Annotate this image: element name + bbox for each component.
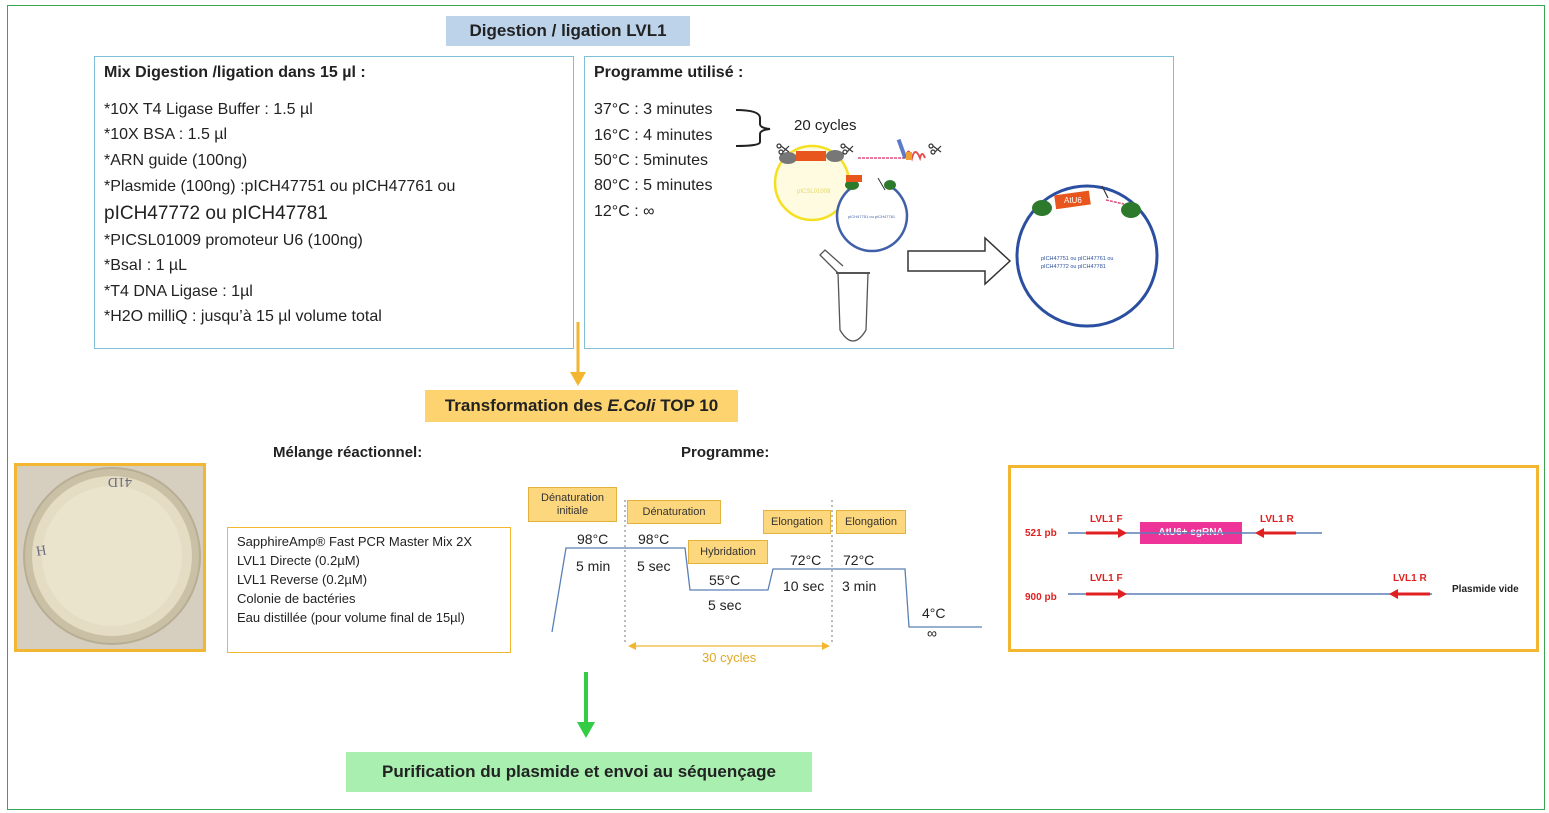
programme-step: 37°C : 3 minutes [594,101,713,118]
plasmid-yellow-icon: pICSL01009 [773,144,851,222]
outer-frame [7,5,1545,810]
primer-diagram [1068,528,1432,599]
step-label: initiale [556,505,589,517]
mix-line: pICH47772 ou pICH47781 [104,203,328,224]
arrow-right-icon [907,236,1012,286]
transformation-title: Transformation des E.Coli TOP 10 [425,390,738,422]
temp-label: 55°C [709,572,741,588]
mix-line: *BsaI : 1 µL [104,257,188,274]
size-label: 521 pb [1025,528,1057,539]
mix-line: *PICSL01009 promoteur U6 (100ng) [104,232,363,249]
duration-label: 5 sec [637,558,671,574]
plasmid-blue-icon: pICH47751 ou pICH47761 [835,175,909,253]
petri-dish-photo: H 41D [14,463,206,652]
svg-text:pICSL01009: pICSL01009 [797,189,831,195]
primer-label: LVL1 F [1090,514,1123,525]
petri-mark-h: H [35,543,48,560]
transformation-suffix: TOP 10 [655,396,719,415]
duration-label: ∞ [927,625,937,641]
plasmid-result-icon: AtU6 pICH47751 ou pICH47761 ou pICH47772… [1015,184,1159,328]
programme-step: 12°C : ∞ [594,203,655,220]
primer-label: LVL1 R [1260,514,1294,525]
mix-line: *H2O milliQ : jusqu’à 15 µl volume total [104,308,382,325]
petri-dish-icon: H 41D [17,466,203,649]
page-title: Digestion / ligation LVL1 [446,16,690,46]
step-label: Dénaturation [541,492,604,504]
temp-label: 72°C [790,552,822,568]
tube-icon [819,249,870,342]
pcr-programme-title: Programme: [681,444,770,461]
pcr-cycles-label: 30 cycles [702,650,757,665]
reagent-box [227,527,511,653]
duration-label: 10 sec [783,578,825,594]
arrow-down-icon [577,672,595,738]
reagent-line: LVL1 Reverse (0.2µM) [237,572,368,587]
melange-title: Mélange réactionnel: [273,444,423,461]
mix-line: *10X T4 Ligase Buffer : 1.5 µl [104,101,313,118]
programme-box [584,56,1174,349]
programme-step: 50°C : 5minutes [594,152,709,169]
primer-map-frame [1008,465,1539,652]
step-elongation: Elongation [763,510,831,534]
sgrna-construct-icon [858,138,926,162]
purification-title: Purification du plasmide et envoi au séq… [346,752,812,792]
cycles-arrow-icon [628,642,830,650]
mix-line: *ARN guide (100ng) [104,152,248,169]
reagent-line: LVL1 Directe (0.2µM) [237,553,360,568]
temp-label: 72°C [843,552,875,568]
reagent-line: SapphireAmp® Fast PCR Master Mix 2X [237,534,472,549]
programme-step: 80°C : 5 minutes [594,177,713,194]
mix-line: *Plasmide (100ng) :pICH47751 ou pICH4776… [104,178,456,195]
temp-label: 98°C [638,531,670,547]
svg-text:pICH47751 ou pICH47761: pICH47751 ou pICH47761 [848,214,896,219]
svg-text:pICH47772 ou pICH47781: pICH47772 ou pICH47781 [1041,264,1106,270]
brace-icon [735,109,771,147]
empty-plasmid-label: Plasmide vide [1452,584,1519,595]
mix-box [94,56,574,349]
atu6-label: AtU6 [1064,196,1082,205]
petri-mark-label: 41D [108,474,132,489]
forward-primer-icon [1086,528,1127,599]
size-label: 900 pb [1025,592,1057,603]
pcr-cycle-dividers [624,500,833,645]
transformation-prefix: Transformation des [444,396,608,415]
svg-text:pICH47751 ou pICH47761 ou: pICH47751 ou pICH47761 ou [1041,256,1113,262]
step-elongation-final: Elongation [836,510,906,534]
programme-step: 16°C : 4 minutes [594,127,713,144]
step-hybridation: Hybridation [688,540,768,564]
duration-label: 5 sec [708,597,742,613]
transformation-species: E.Coli [607,396,656,415]
step-denaturation: Dénaturation [627,500,721,524]
cycles-label: 20 cycles [794,117,857,134]
mix-title: Mix Digestion /ligation dans 15 µl : [104,64,366,81]
reverse-primer-icon [1255,528,1430,599]
temp-label: 98°C [577,531,609,547]
pcr-profile [551,547,982,633]
arrow-down-icon [570,322,586,386]
duration-label: 3 min [842,578,877,594]
reagent-line: Colonie de bactéries [237,591,356,606]
scissors-icon [776,143,942,155]
programme-title: Programme utilisé : [594,64,744,81]
mix-line: *T4 DNA Ligase : 1µl [104,283,253,300]
reagent-line: Eau distillée (pour volume final de 15µl… [237,610,465,625]
primer-label: LVL1 R [1393,573,1427,584]
temp-label: 4°C [922,605,946,621]
duration-label: 5 min [576,558,611,574]
mix-line: *10X BSA : 1.5 µl [104,126,228,143]
primer-label: LVL1 F [1090,573,1123,584]
